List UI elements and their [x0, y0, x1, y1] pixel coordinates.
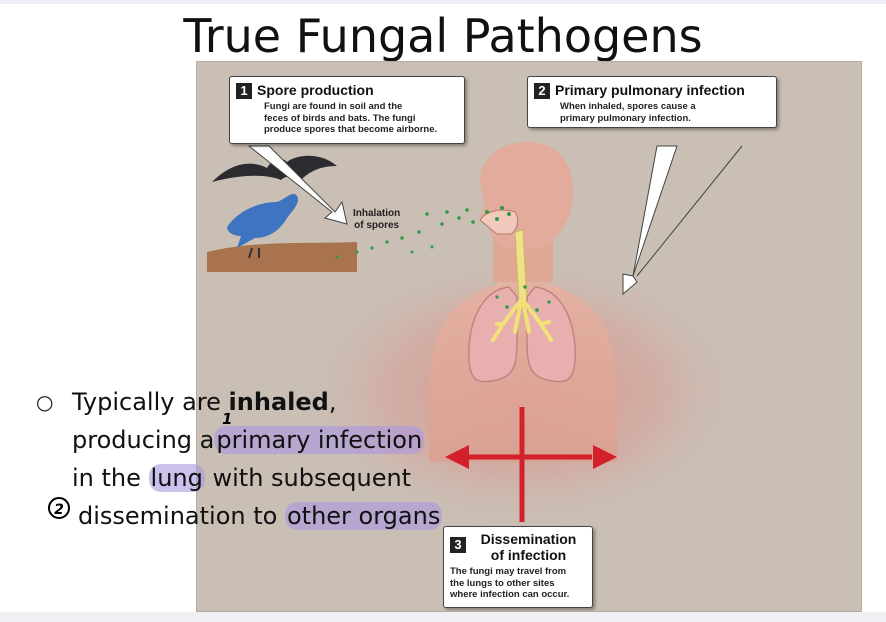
- bottom-border: [0, 612, 886, 622]
- callout-primary-pulmonary-infection: 2 Primary pulmonary infection When inhale…: [527, 76, 777, 128]
- step-number-badge: 3: [450, 537, 466, 553]
- step-description: Fungi are found in soil and the feces of…: [264, 101, 438, 135]
- bronchi: [491, 298, 553, 342]
- bird-legs: [248, 247, 260, 259]
- step-heading: Spore production: [257, 82, 374, 98]
- human-head: [480, 142, 574, 250]
- diagram-illustration: [207, 142, 753, 532]
- bat: [212, 155, 337, 182]
- bullet-line-4: dissemination to other organs: [78, 502, 443, 530]
- highlight-lung: lung: [148, 464, 205, 492]
- handwritten-number-1: 1: [222, 410, 233, 428]
- top-border: [0, 0, 886, 4]
- callout-spore-production: 1 Spore production Fungi are found in soi…: [229, 76, 465, 144]
- soil: [207, 242, 357, 272]
- step-heading: Primary pulmonary infection: [555, 82, 745, 98]
- bullet-line-2: producing aprimary infection: [72, 426, 425, 454]
- right-lung: [526, 286, 576, 383]
- bullet-marker-icon: ○: [36, 390, 54, 414]
- callout-dissemination-of-infection: 3 Dissemination of infection The fungi m…: [443, 526, 593, 608]
- highlight-primary-infection: primary infection: [214, 426, 425, 454]
- human-torso: [429, 253, 617, 462]
- step-description: The fungi may travel from the lungs to o…: [450, 566, 570, 600]
- dissemination-arrows: [445, 407, 617, 522]
- bird: [227, 193, 299, 248]
- left-lung: [468, 286, 518, 383]
- handwritten-circled-2: 2: [48, 497, 70, 519]
- slide-title: True Fungal Pathogens: [183, 9, 703, 63]
- bullet-text: Typically are inhaled, producing aprimar…: [72, 383, 443, 535]
- bullet-line-1: Typically are inhaled,: [72, 388, 337, 416]
- bullet-line-3: in the lung with subsequent: [72, 464, 412, 492]
- step-number-badge: 1: [236, 83, 252, 99]
- inhalation-label: Inhalation of spores: [353, 208, 401, 231]
- highlight-other-organs: other organs: [284, 502, 443, 530]
- spores: [335, 206, 551, 312]
- callout-2-pointer: [622, 145, 678, 296]
- callout-2-pointer-edge: [636, 145, 743, 277]
- step-heading: Dissemination of infection: [480, 531, 577, 563]
- step-description: When inhaled, spores cause a primary pul…: [560, 101, 696, 124]
- step-number-badge: 2: [534, 83, 550, 99]
- callout-1-pointer: [247, 145, 348, 225]
- nasal-cavity: [479, 209, 519, 235]
